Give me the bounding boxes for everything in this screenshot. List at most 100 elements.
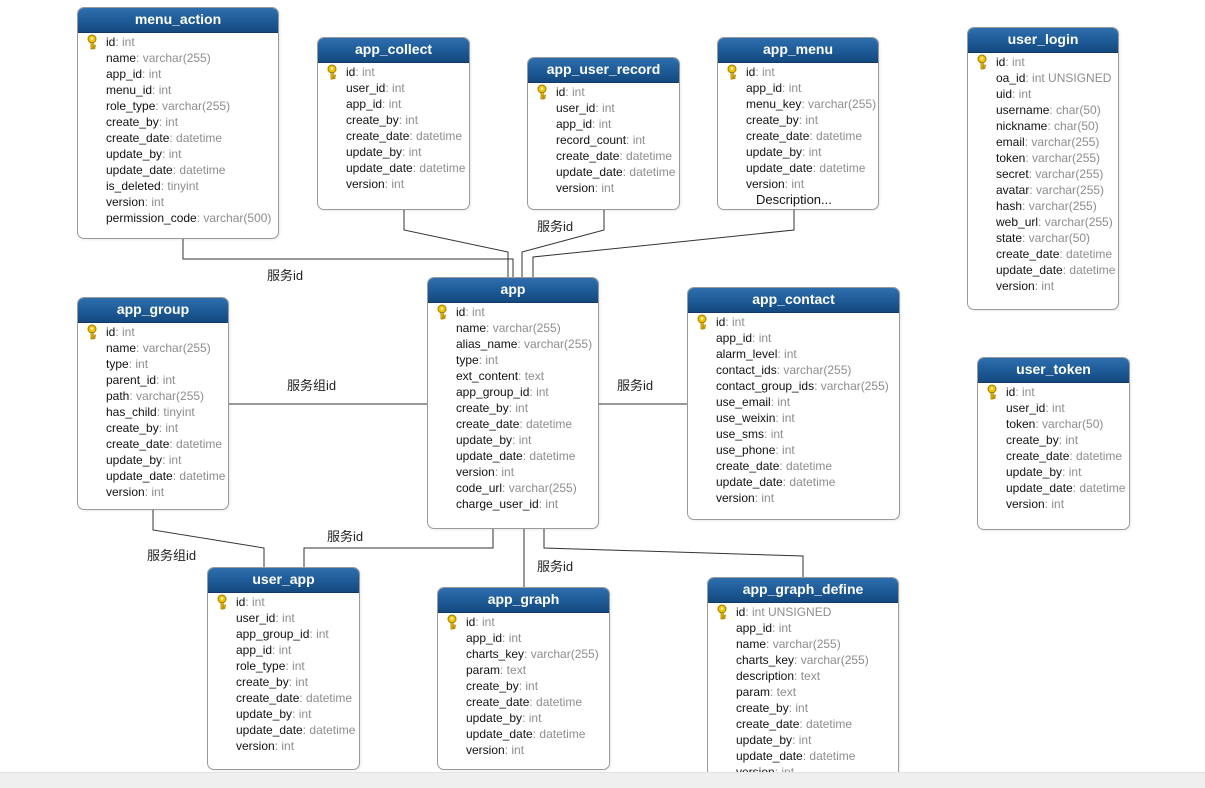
field-row[interactable]: app_id: int: [438, 630, 609, 646]
field-row[interactable]: version: int: [708, 764, 898, 772]
field-row[interactable]: app_id: int: [78, 66, 278, 82]
field-row[interactable]: update_by: int: [718, 144, 878, 160]
field-row[interactable]: update_date: datetime: [428, 448, 598, 464]
field-row[interactable]: web_url: varchar(255): [968, 214, 1118, 230]
primary-key-field[interactable]: id: int: [208, 594, 359, 610]
field-row[interactable]: hash: varchar(255): [968, 198, 1118, 214]
field-row[interactable]: version: int: [78, 194, 278, 210]
field-row[interactable]: record_count: int: [528, 132, 679, 148]
field-row[interactable]: create_by: int: [428, 400, 598, 416]
primary-key-field[interactable]: id: int: [978, 384, 1129, 400]
field-row[interactable]: has_child: tinyint: [78, 404, 228, 420]
field-row[interactable]: update_date: datetime: [978, 480, 1129, 496]
field-row[interactable]: app_id: int: [318, 96, 469, 112]
field-row[interactable]: create_date: datetime: [78, 130, 278, 146]
field-row[interactable]: charts_key: varchar(255): [438, 646, 609, 662]
field-row[interactable]: create_date: datetime: [78, 436, 228, 452]
field-row[interactable]: param: text: [438, 662, 609, 678]
primary-key-field[interactable]: id: int: [318, 64, 469, 80]
field-row[interactable]: create_date: datetime: [718, 128, 878, 144]
field-row[interactable]: ext_content: text: [428, 368, 598, 384]
primary-key-field[interactable]: id: int: [718, 64, 878, 80]
field-row[interactable]: secret: varchar(255): [968, 166, 1118, 182]
field-row[interactable]: update_by: int: [978, 464, 1129, 480]
field-row[interactable]: app_group_id: int: [208, 626, 359, 642]
field-row[interactable]: update_date: datetime: [968, 262, 1118, 278]
primary-key-field[interactable]: id: int: [428, 304, 598, 320]
field-row[interactable]: use_phone: int: [688, 442, 899, 458]
field-row[interactable]: create_date: datetime: [428, 416, 598, 432]
field-row[interactable]: version: int: [438, 742, 609, 758]
field-row[interactable]: app_id: int: [718, 80, 878, 96]
field-row[interactable]: token: varchar(50): [978, 416, 1129, 432]
field-row[interactable]: app_id: int: [208, 642, 359, 658]
field-row[interactable]: param: text: [708, 684, 898, 700]
field-row[interactable]: app_group_id: int: [428, 384, 598, 400]
field-row[interactable]: update_date: datetime: [438, 726, 609, 742]
field-row[interactable]: update_by: int: [78, 452, 228, 468]
field-row[interactable]: update_date: datetime: [688, 474, 899, 490]
field-row[interactable]: menu_key: varchar(255): [718, 96, 878, 112]
field-row[interactable]: create_date: datetime: [688, 458, 899, 474]
field-row[interactable]: version: int: [318, 176, 469, 192]
field-row[interactable]: name: varchar(255): [428, 320, 598, 336]
field-row[interactable]: version: int: [208, 738, 359, 754]
field-row[interactable]: contact_ids: varchar(255): [688, 362, 899, 378]
field-row[interactable]: create_date: datetime: [438, 694, 609, 710]
field-row[interactable]: parent_id: int: [78, 372, 228, 388]
field-row[interactable]: update_by: int: [708, 732, 898, 748]
field-row[interactable]: type: int: [78, 356, 228, 372]
field-row[interactable]: app_id: int: [688, 330, 899, 346]
field-row[interactable]: update_by: int: [78, 146, 278, 162]
field-row[interactable]: create_date: datetime: [208, 690, 359, 706]
field-row[interactable]: user_id: int: [528, 100, 679, 116]
field-row[interactable]: update_date: datetime: [528, 164, 679, 180]
field-row[interactable]: charge_user_id: int: [428, 496, 598, 512]
field-row[interactable]: path: varchar(255): [78, 388, 228, 404]
field-row[interactable]: create_by: int: [78, 420, 228, 436]
field-row[interactable]: nickname: char(50): [968, 118, 1118, 134]
field-row[interactable]: user_id: int: [978, 400, 1129, 416]
field-row[interactable]: update_date: datetime: [208, 722, 359, 738]
primary-key-field[interactable]: id: int: [968, 54, 1118, 70]
field-row[interactable]: version: int: [528, 180, 679, 196]
field-row[interactable]: create_date: datetime: [978, 448, 1129, 464]
field-row[interactable]: create_by: int: [318, 112, 469, 128]
field-row[interactable]: update_by: int: [438, 710, 609, 726]
field-row[interactable]: version: int: [428, 464, 598, 480]
field-row[interactable]: create_by: int: [978, 432, 1129, 448]
primary-key-field[interactable]: id: int: [78, 324, 228, 340]
primary-key-field[interactable]: id: int: [528, 84, 679, 100]
field-row[interactable]: is_deleted: tinyint: [78, 178, 278, 194]
field-row[interactable]: update_date: datetime: [708, 748, 898, 764]
field-row[interactable]: use_email: int: [688, 394, 899, 410]
field-row[interactable]: create_date: datetime: [968, 246, 1118, 262]
field-row[interactable]: use_sms: int: [688, 426, 899, 442]
field-row[interactable]: token: varchar(255): [968, 150, 1118, 166]
field-row[interactable]: use_weixin: int: [688, 410, 899, 426]
field-row[interactable]: update_date: datetime: [78, 162, 278, 178]
horizontal-scrollbar-track[interactable]: [0, 772, 1205, 788]
field-row[interactable]: role_type: varchar(255): [78, 98, 278, 114]
field-row[interactable]: name: varchar(255): [708, 636, 898, 652]
field-row[interactable]: menu_id: int: [78, 82, 278, 98]
field-row[interactable]: charts_key: varchar(255): [708, 652, 898, 668]
field-row[interactable]: state: varchar(50): [968, 230, 1118, 246]
field-row[interactable]: description: text: [708, 668, 898, 684]
field-row[interactable]: user_id: int: [318, 80, 469, 96]
field-row[interactable]: create_by: int: [438, 678, 609, 694]
field-row[interactable]: user_id: int: [208, 610, 359, 626]
field-row[interactable]: role_type: int: [208, 658, 359, 674]
field-row[interactable]: name: varchar(255): [78, 50, 278, 66]
field-row[interactable]: version: int: [78, 484, 228, 500]
